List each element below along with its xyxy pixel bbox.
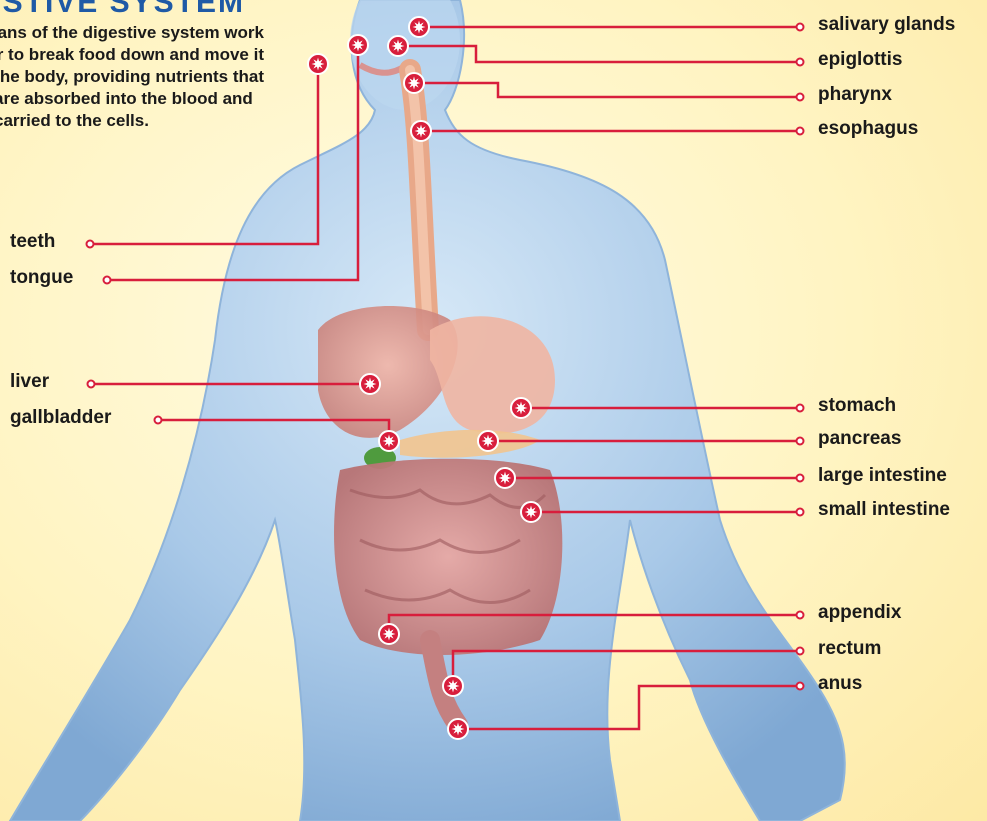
ring-endpoint-icon	[797, 475, 804, 482]
starburst-marker-icon	[521, 502, 541, 522]
leader-rectum	[453, 651, 800, 686]
starburst-marker-icon	[388, 36, 408, 56]
intro-line: together to break food down and move it	[0, 44, 264, 66]
starburst-marker-icon	[360, 374, 380, 394]
ring-endpoint-icon	[797, 509, 804, 516]
label-rectum: rectum	[818, 638, 881, 660]
ring-endpoint-icon	[87, 241, 94, 248]
starburst-marker-icon	[411, 121, 431, 141]
intro-line: are absorbed into the blood and	[0, 88, 264, 110]
page-title: DIGESTIVE SYSTEM	[0, 0, 245, 20]
starburst-marker-icon	[478, 431, 498, 451]
label-stomach: stomach	[818, 395, 896, 417]
intro-line: carried to the cells.	[0, 110, 264, 132]
label-small-intestine: small intestine	[818, 499, 950, 521]
leader-anus	[458, 686, 800, 729]
starburst-marker-icon	[443, 676, 463, 696]
starburst-marker-icon	[511, 398, 531, 418]
label-pancreas: pancreas	[818, 428, 901, 450]
starburst-marker-icon	[448, 719, 468, 739]
starburst-marker-icon	[404, 73, 424, 93]
leader-appendix	[389, 615, 800, 634]
ring-endpoint-icon	[155, 417, 162, 424]
markers	[308, 17, 541, 739]
starburst-marker-icon	[308, 54, 328, 74]
leader-epiglottis	[398, 46, 800, 62]
label-pharynx: pharynx	[818, 84, 892, 106]
ring-endpoint-icon	[797, 683, 804, 690]
intro-line: The organs of the digestive system work	[0, 22, 264, 44]
ring-endpoint-icon	[797, 648, 804, 655]
ring-endpoint-icon	[88, 381, 95, 388]
starburst-marker-icon	[379, 624, 399, 644]
label-anus: anus	[818, 673, 862, 695]
ring-endpoint-icon	[797, 59, 804, 66]
leader-gallbladder	[158, 420, 389, 441]
label-appendix: appendix	[818, 602, 901, 624]
label-esophagus: esophagus	[818, 118, 918, 140]
label-tongue: tongue	[10, 267, 73, 289]
starburst-marker-icon	[379, 431, 399, 451]
ring-endpoint-icon	[797, 438, 804, 445]
label-teeth: teeth	[10, 231, 55, 253]
label-gallbladder: gallbladder	[10, 407, 111, 429]
label-large-intestine: large intestine	[818, 465, 947, 487]
ring-endpoint-icon	[797, 128, 804, 135]
label-liver: liver	[10, 371, 49, 393]
ring-endpoint-icon	[797, 405, 804, 412]
ring-endpoint-icon	[104, 277, 111, 284]
starburst-marker-icon	[409, 17, 429, 37]
label-salivary-glands: salivary glands	[818, 14, 955, 36]
starburst-marker-icon	[348, 35, 368, 55]
starburst-marker-icon	[495, 468, 515, 488]
intro-text: The organs of the digestive system work …	[0, 22, 274, 132]
leader-pharynx	[414, 83, 800, 97]
intro-line: through the body, providing nutrients th…	[0, 66, 264, 88]
ring-endpoint-icon	[797, 94, 804, 101]
ring-endpoint-icon	[797, 612, 804, 619]
label-epiglottis: epiglottis	[818, 49, 902, 71]
ring-endpoint-icon	[797, 24, 804, 31]
